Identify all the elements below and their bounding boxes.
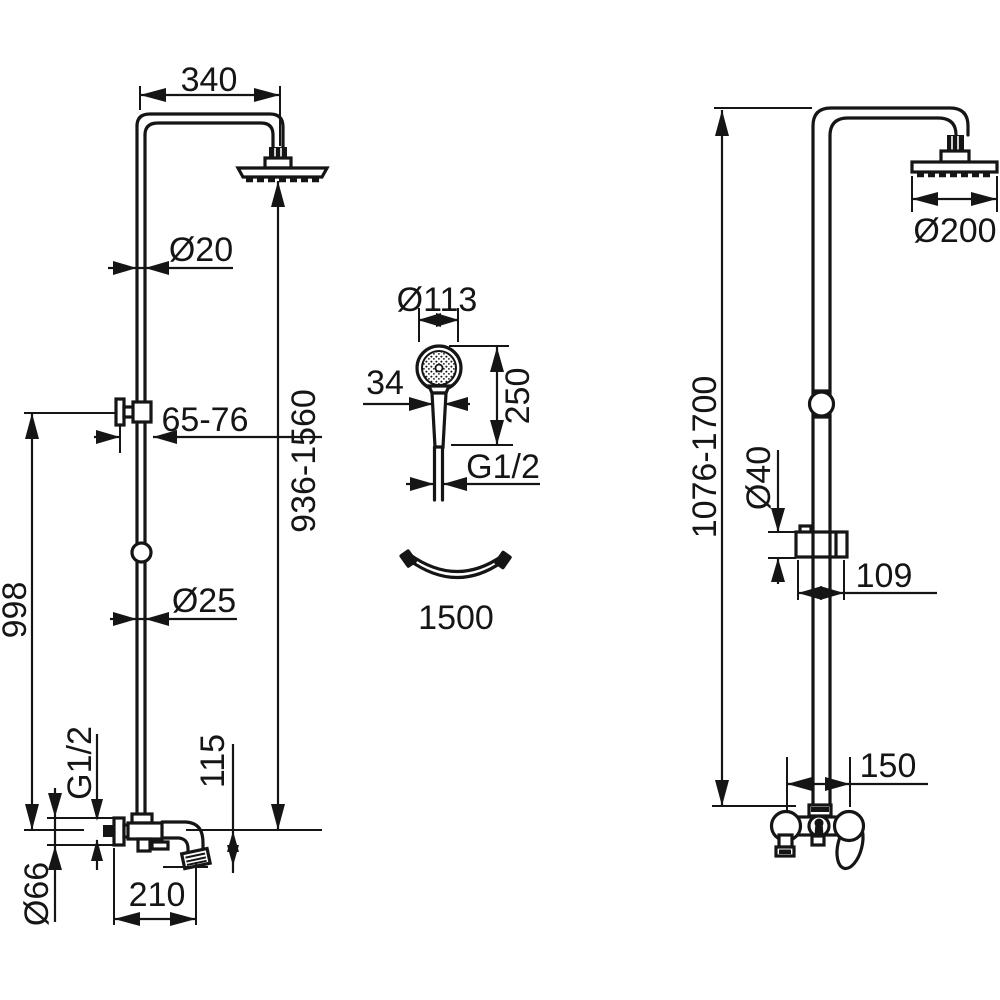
mixer-spout-outlet (774, 833, 796, 858)
hose-fitting-left (399, 549, 417, 568)
shower-hose: 1500 (399, 549, 512, 637)
dim-label-column-height-range: 936-1560 (285, 389, 323, 533)
dim-label-holder-width: 109 (856, 557, 913, 595)
dim-hand-shower-thread: G1/2 (406, 448, 540, 491)
right-holder-bracket (794, 524, 849, 559)
dim-spout-drop: 115 (163, 734, 239, 873)
dim-spout-reach: 210 (113, 848, 197, 926)
left-shower-head (235, 147, 330, 183)
hand-shower-handle (430, 391, 448, 449)
dim-hand-shower-head-diameter: Ø113 (397, 281, 478, 342)
dim-label-upper-pipe-diameter: Ø20 (169, 231, 233, 269)
mixer-keyhole (814, 818, 824, 835)
hand-shower-detail: Ø113 34 250 G1/2 (363, 281, 540, 502)
dim-label-hand-shower-length: 250 (499, 368, 537, 425)
dim-label-lower-pipe-diameter: Ø25 (172, 582, 236, 620)
dim-label-wall-bracket-range: 65-76 (162, 401, 249, 439)
hose-fitting-right (494, 550, 512, 570)
left-wall-bracket (114, 397, 153, 427)
dim-column-height-range: 936-1560 (186, 181, 323, 831)
left-bath-spout (160, 820, 213, 871)
dim-hand-shower-length: 250 (449, 345, 537, 446)
right-slider-knob (807, 389, 836, 419)
right-shower-head (910, 135, 999, 178)
dim-escutcheon-diameter: Ø66 (18, 788, 113, 926)
dim-label-height-range: 1076-1700 (686, 376, 724, 539)
hand-shower-head (415, 344, 463, 392)
dim-hand-shower-handle-width: 34 (363, 364, 470, 411)
dim-label-head-diameter: Ø200 (913, 212, 996, 250)
dim-inlet-thread: G1/2 (61, 726, 103, 870)
dim-arm-reach: 340 (139, 61, 281, 146)
dim-label-arm-reach: 340 (181, 61, 238, 99)
left-side-view: 340 Ø20 65-76 998 (0, 61, 330, 926)
hand-shower-hose-stub (432, 445, 445, 502)
dim-height-range: 1076-1700 (686, 107, 812, 807)
left-slider-knob (130, 541, 153, 564)
dim-wall-bracket-range: 65-76 (94, 401, 322, 453)
mixer-escutcheon-right (832, 809, 866, 843)
dim-label-riser-height: 998 (0, 582, 34, 639)
dim-upper-pipe-diameter: Ø20 (108, 231, 233, 275)
dim-label-hose-length: 1500 (418, 599, 494, 637)
dim-label-hand-shower-thread: G1/2 (466, 448, 540, 486)
left-wall-valve (103, 812, 213, 871)
dim-label-spout-drop: 115 (194, 734, 232, 788)
dim-label-holder-diameter: Ø40 (740, 446, 778, 510)
dim-label-escutcheon-diameter: Ø66 (18, 862, 56, 926)
dim-label-spout-reach: 210 (129, 876, 186, 914)
dim-riser-height: 998 (0, 412, 116, 831)
dim-label-inlet-thread: G1/2 (61, 726, 99, 800)
dim-holder-width: 109 (797, 557, 937, 600)
dim-lower-pipe-diameter: Ø25 (110, 582, 237, 626)
right-riser-pipe (811, 106, 970, 808)
dim-head-diameter: Ø200 (911, 176, 998, 250)
dim-label-hand-shower-handle-width: 34 (366, 364, 404, 402)
dim-holder-diameter: Ø40 (740, 446, 796, 584)
dim-connection-spacing: 150 (786, 747, 928, 811)
dim-label-hand-shower-head-diameter: Ø113 (397, 281, 478, 319)
right-mixer-valve (769, 803, 866, 871)
right-front-view: Ø200 1076-1700 (686, 106, 999, 871)
left-riser-pipe (135, 112, 285, 816)
dim-label-connection-spacing: 150 (860, 747, 917, 785)
